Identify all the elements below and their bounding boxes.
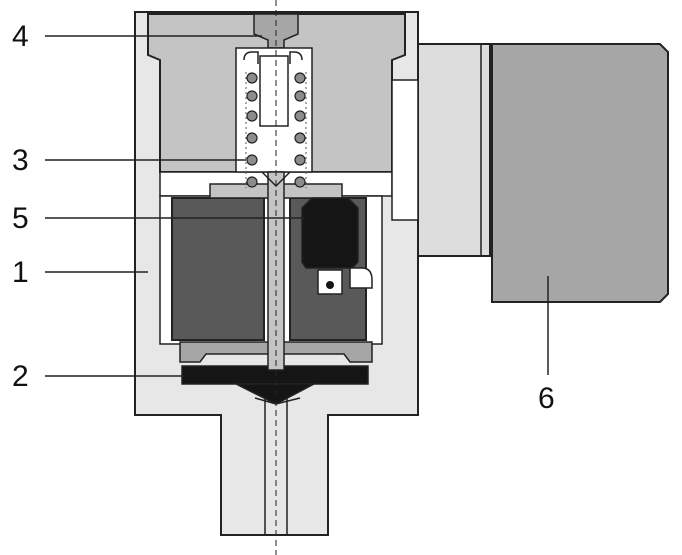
sensor-terminal-dot: [326, 281, 334, 289]
sensor: [301, 197, 359, 269]
connection-block: [417, 43, 491, 257]
label-6: 6: [538, 382, 555, 415]
label-5: 5: [12, 202, 29, 235]
label-2: 2: [12, 360, 29, 393]
spring-coils: [246, 72, 306, 188]
connector: [491, 43, 669, 303]
coil-left: [171, 197, 265, 341]
label-3: 3: [12, 144, 29, 177]
sensor-lead: [349, 267, 373, 289]
cable-slot: [391, 79, 419, 221]
label-1: 1: [12, 256, 29, 289]
valve-cone: [235, 383, 315, 405]
label-4: 4: [12, 20, 29, 53]
